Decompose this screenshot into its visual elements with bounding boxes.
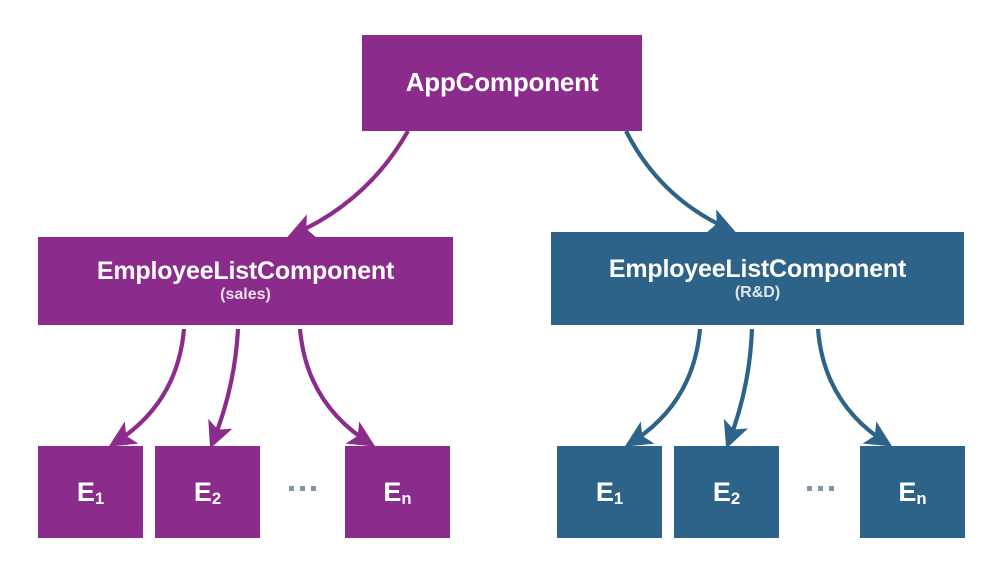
node-employee-rnd-2[interactable]: E2: [674, 446, 779, 538]
node-employee-sales-2-label: E2: [193, 476, 222, 509]
edge-sales-to-leaf-2: [208, 328, 241, 449]
node-employee-rnd-1-label: E1: [595, 476, 624, 509]
edge-sales-to-leaf-1: [108, 328, 187, 447]
node-employee-list-component-rnd[interactable]: EmployeeListComponent(R&D): [551, 232, 964, 325]
node-employee-sales-2[interactable]: E2: [155, 446, 260, 538]
node-employee-sales-1[interactable]: E1: [38, 446, 143, 538]
edge-rnd-to-leaf-3: [815, 328, 893, 447]
ellipsis-dot: [828, 485, 834, 491]
node-employee-sales-n-label: En: [383, 476, 412, 509]
edge-sales-to-leaf-3: [297, 328, 376, 447]
ellipsis-dot: [817, 485, 823, 491]
ellipsis-dot: [310, 485, 316, 491]
node-employee-rnd-n[interactable]: En: [860, 446, 965, 538]
node-employee-sales-n[interactable]: En: [345, 446, 450, 538]
node-employee-sales-1-label: E1: [76, 476, 105, 509]
ellipsis-sales: [272, 478, 332, 498]
node-employee-rnd-1[interactable]: E1: [557, 446, 662, 538]
node-employee-list-component-rnd-label: EmployeeListComponent: [608, 254, 907, 283]
edge-rnd-to-leaf-2: [723, 328, 755, 449]
ellipsis-dot: [299, 485, 305, 491]
ellipsis-rnd: [790, 478, 850, 498]
node-employee-list-component-sales[interactable]: EmployeeListComponent(sales): [38, 237, 453, 325]
node-app-component[interactable]: AppComponent: [362, 35, 642, 131]
node-employee-rnd-2-label: E2: [712, 476, 741, 509]
ellipsis-dot: [288, 485, 294, 491]
node-employee-list-component-sales-label: EmployeeListComponent: [96, 257, 395, 286]
ellipsis-dot: [806, 485, 812, 491]
edge-app-to-rnd: [624, 130, 736, 234]
node-employee-list-component-rnd-sublabel: (R&D): [734, 283, 781, 301]
node-employee-list-component-sales-sublabel: (sales): [220, 286, 271, 304]
edge-rnd-to-leaf-1: [624, 328, 703, 447]
edge-app-to-sales: [287, 129, 410, 239]
node-app-component-label: AppComponent: [405, 67, 599, 98]
node-employee-rnd-n-label: En: [898, 476, 927, 509]
